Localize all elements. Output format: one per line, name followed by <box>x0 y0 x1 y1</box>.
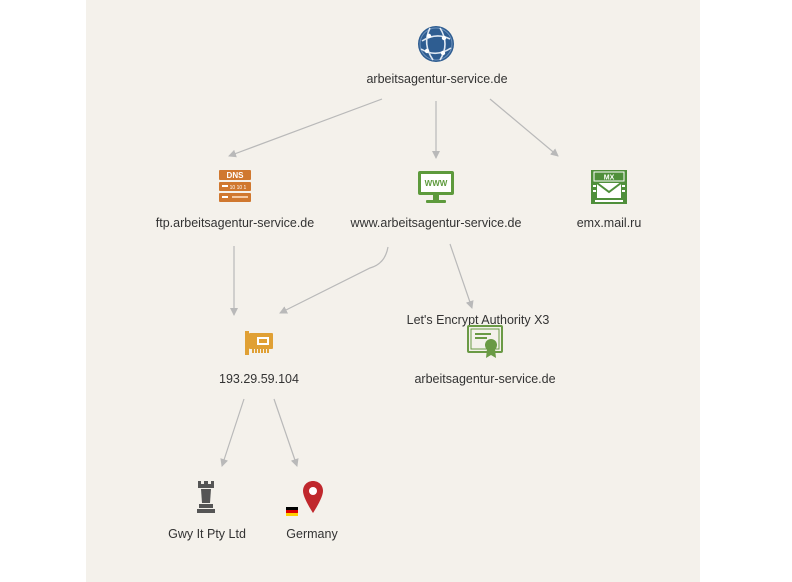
network-card-icon <box>245 331 273 355</box>
node-label: ftp.arbeitsagentur-service.de <box>155 216 315 230</box>
dns-icon-text: DNS <box>227 171 245 180</box>
certificate-issuer: Let's Encrypt Authority X3 <box>406 313 550 327</box>
node-label: arbeitsagentur-service.de <box>366 72 508 86</box>
website-icon: WWW <box>418 171 454 203</box>
mx-record-icon: MX <box>591 170 627 204</box>
german-flag-icon <box>286 507 298 516</box>
mx-icon-text: MX <box>604 175 615 182</box>
node-label: Gwy It Pty Ltd <box>168 527 246 541</box>
node-label: emx.mail.ru <box>576 216 642 230</box>
chess-rook-icon <box>197 481 215 513</box>
node-label: 193.29.59.104 <box>219 372 299 386</box>
globe-icon <box>418 26 454 62</box>
node-label: arbeitsagentur-service.de <box>414 372 556 386</box>
graph-canvas <box>86 0 700 582</box>
node-label: www.arbeitsagentur-service.de <box>350 216 522 230</box>
www-icon-text: WWW <box>425 179 448 188</box>
node-label: Germany <box>286 527 338 541</box>
dns-server-icon: DNS 10 10 1 <box>219 170 251 202</box>
location-pin-icon <box>303 481 323 513</box>
dns-icon-subtext: 10 10 1 <box>230 185 247 191</box>
certificate-icon <box>467 325 503 358</box>
